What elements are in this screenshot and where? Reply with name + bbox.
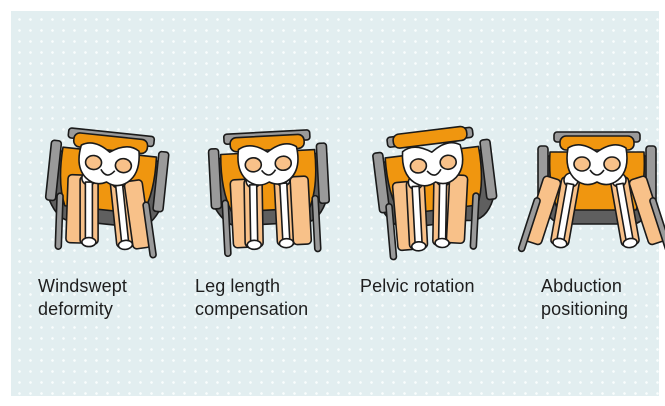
pelvic-rotation-icon xyxy=(362,118,508,263)
caption-leg-length: Leg length compensation xyxy=(195,275,308,321)
caption-line: deformity xyxy=(38,298,127,321)
caption-line: positioning xyxy=(541,298,628,321)
leg-length-pelvis-icon xyxy=(196,118,342,263)
figure-pelvic-rotation xyxy=(362,118,508,263)
caption-line: compensation xyxy=(195,298,308,321)
caption-pelvic-rotation: Pelvic rotation xyxy=(360,275,475,298)
seat-cushion xyxy=(208,129,332,257)
windswept-pelvis-icon xyxy=(34,118,180,263)
caption-line: Abduction xyxy=(541,275,628,298)
figure-windswept xyxy=(34,118,180,263)
caption-line: Leg length xyxy=(195,275,308,298)
caption-line: Pelvic rotation xyxy=(360,275,475,298)
figure-abduction xyxy=(524,118,665,263)
caption-windswept: Windswept deformity xyxy=(38,275,127,321)
seat-cushion xyxy=(40,126,170,260)
seat-cushion xyxy=(518,132,665,252)
figure-leg-length xyxy=(196,118,342,263)
caption-abduction: Abduction positioning xyxy=(541,275,628,321)
caption-line: Windswept xyxy=(38,275,127,298)
abduction-pelvis-icon xyxy=(524,118,665,263)
seat-cushion xyxy=(371,123,503,261)
